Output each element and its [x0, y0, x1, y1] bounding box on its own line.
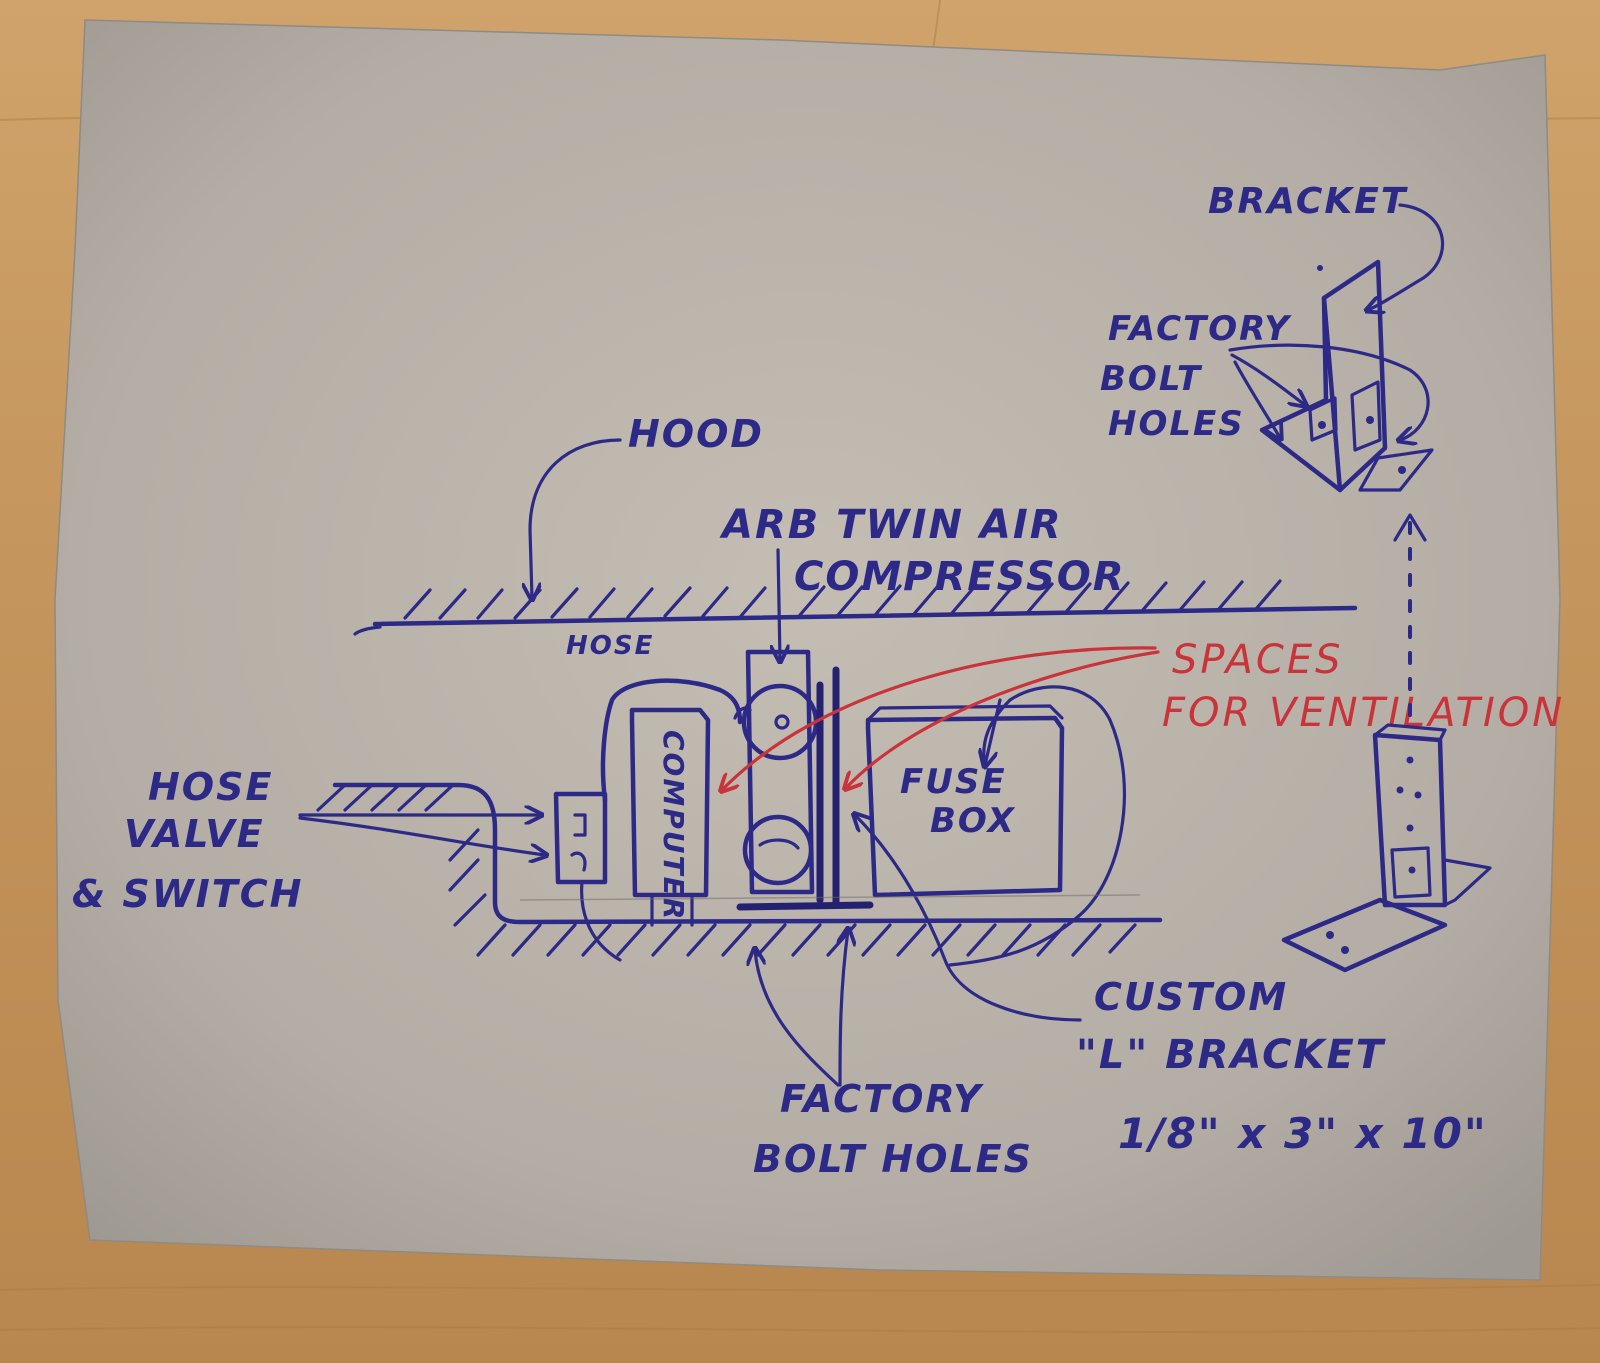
ventilation-label-line1: SPACES [1172, 637, 1343, 683]
factory-bottom-label-line1: FACTORY [780, 1077, 984, 1121]
hose-valve-label-line3: & SWITCH [72, 872, 303, 916]
hose-label: HOSE [566, 631, 654, 661]
compressor-label-line1: ARB TWIN AIR [719, 502, 1063, 548]
bracket-label: BRACKET [1208, 181, 1408, 222]
compressor-label-line2: COMPRESSOR [794, 554, 1126, 600]
custom-label-line2: "L" BRACKET [1076, 1032, 1386, 1078]
hose-valve-label-line2: VALVE [124, 812, 265, 856]
computer-label: COMPUTER [657, 730, 690, 921]
factory-top-label-line3: HOLES [1108, 404, 1245, 444]
custom-label-line1: CUSTOM [1094, 975, 1288, 1019]
ventilation-label-line2: FOR VENTILATION [1162, 690, 1565, 736]
fuse-label-line1: FUSE [900, 762, 1007, 802]
factory-top-label-line1: FACTORY [1108, 309, 1292, 349]
hose-valve-label-line1: HOSE [148, 765, 273, 809]
hood-label: HOOD [628, 412, 764, 456]
compressor-arrow [778, 550, 780, 660]
fuse-label-line2: BOX [930, 801, 1016, 841]
custom-label-line3: 1/8" x 3" x 10" [1118, 1109, 1488, 1158]
factory-bottom-label-line2: BOLT HOLES [753, 1137, 1033, 1181]
factory-top-label-line2: BOLT [1100, 359, 1203, 399]
